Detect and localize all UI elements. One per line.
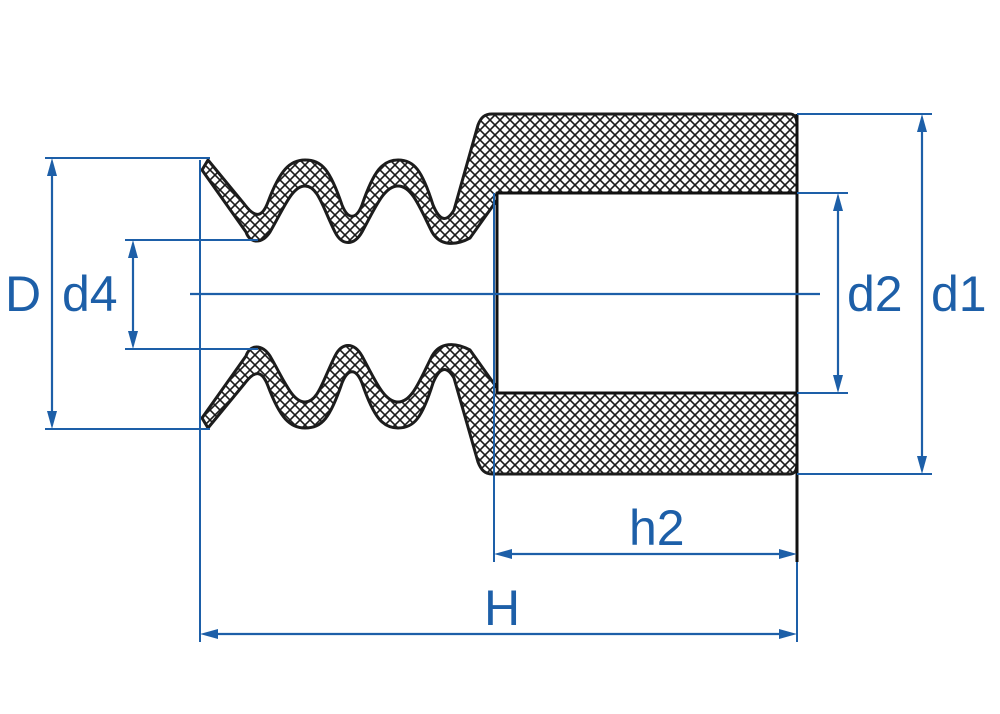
label-H: H xyxy=(484,580,520,636)
upper-bellows-wall xyxy=(200,112,799,245)
d1-arrow-top xyxy=(917,114,927,132)
d2-arrow-top xyxy=(833,193,843,211)
lower-bellows-wall xyxy=(200,343,799,476)
h2-arrow-left xyxy=(494,549,512,559)
H-arrow-right xyxy=(779,629,797,639)
dimension-labels: D d4 d2 d1 h2 H xyxy=(5,266,987,636)
h2-arrow-right xyxy=(779,549,797,559)
d4-arrow-bottom xyxy=(128,331,138,349)
H-arrow-left xyxy=(200,629,218,639)
label-D: D xyxy=(5,266,41,322)
dimension-lines xyxy=(45,113,932,642)
bellows-section xyxy=(200,112,799,562)
label-h2: h2 xyxy=(629,500,685,556)
d4-arrow-top xyxy=(128,240,138,258)
D-arrow-top xyxy=(47,158,57,176)
D-arrow-bottom xyxy=(47,411,57,429)
label-d2: d2 xyxy=(847,266,903,322)
d2-arrow-bottom xyxy=(833,375,843,393)
d1-arrow-bottom xyxy=(917,456,927,474)
label-d4: d4 xyxy=(62,266,118,322)
label-d1: d1 xyxy=(931,266,987,322)
